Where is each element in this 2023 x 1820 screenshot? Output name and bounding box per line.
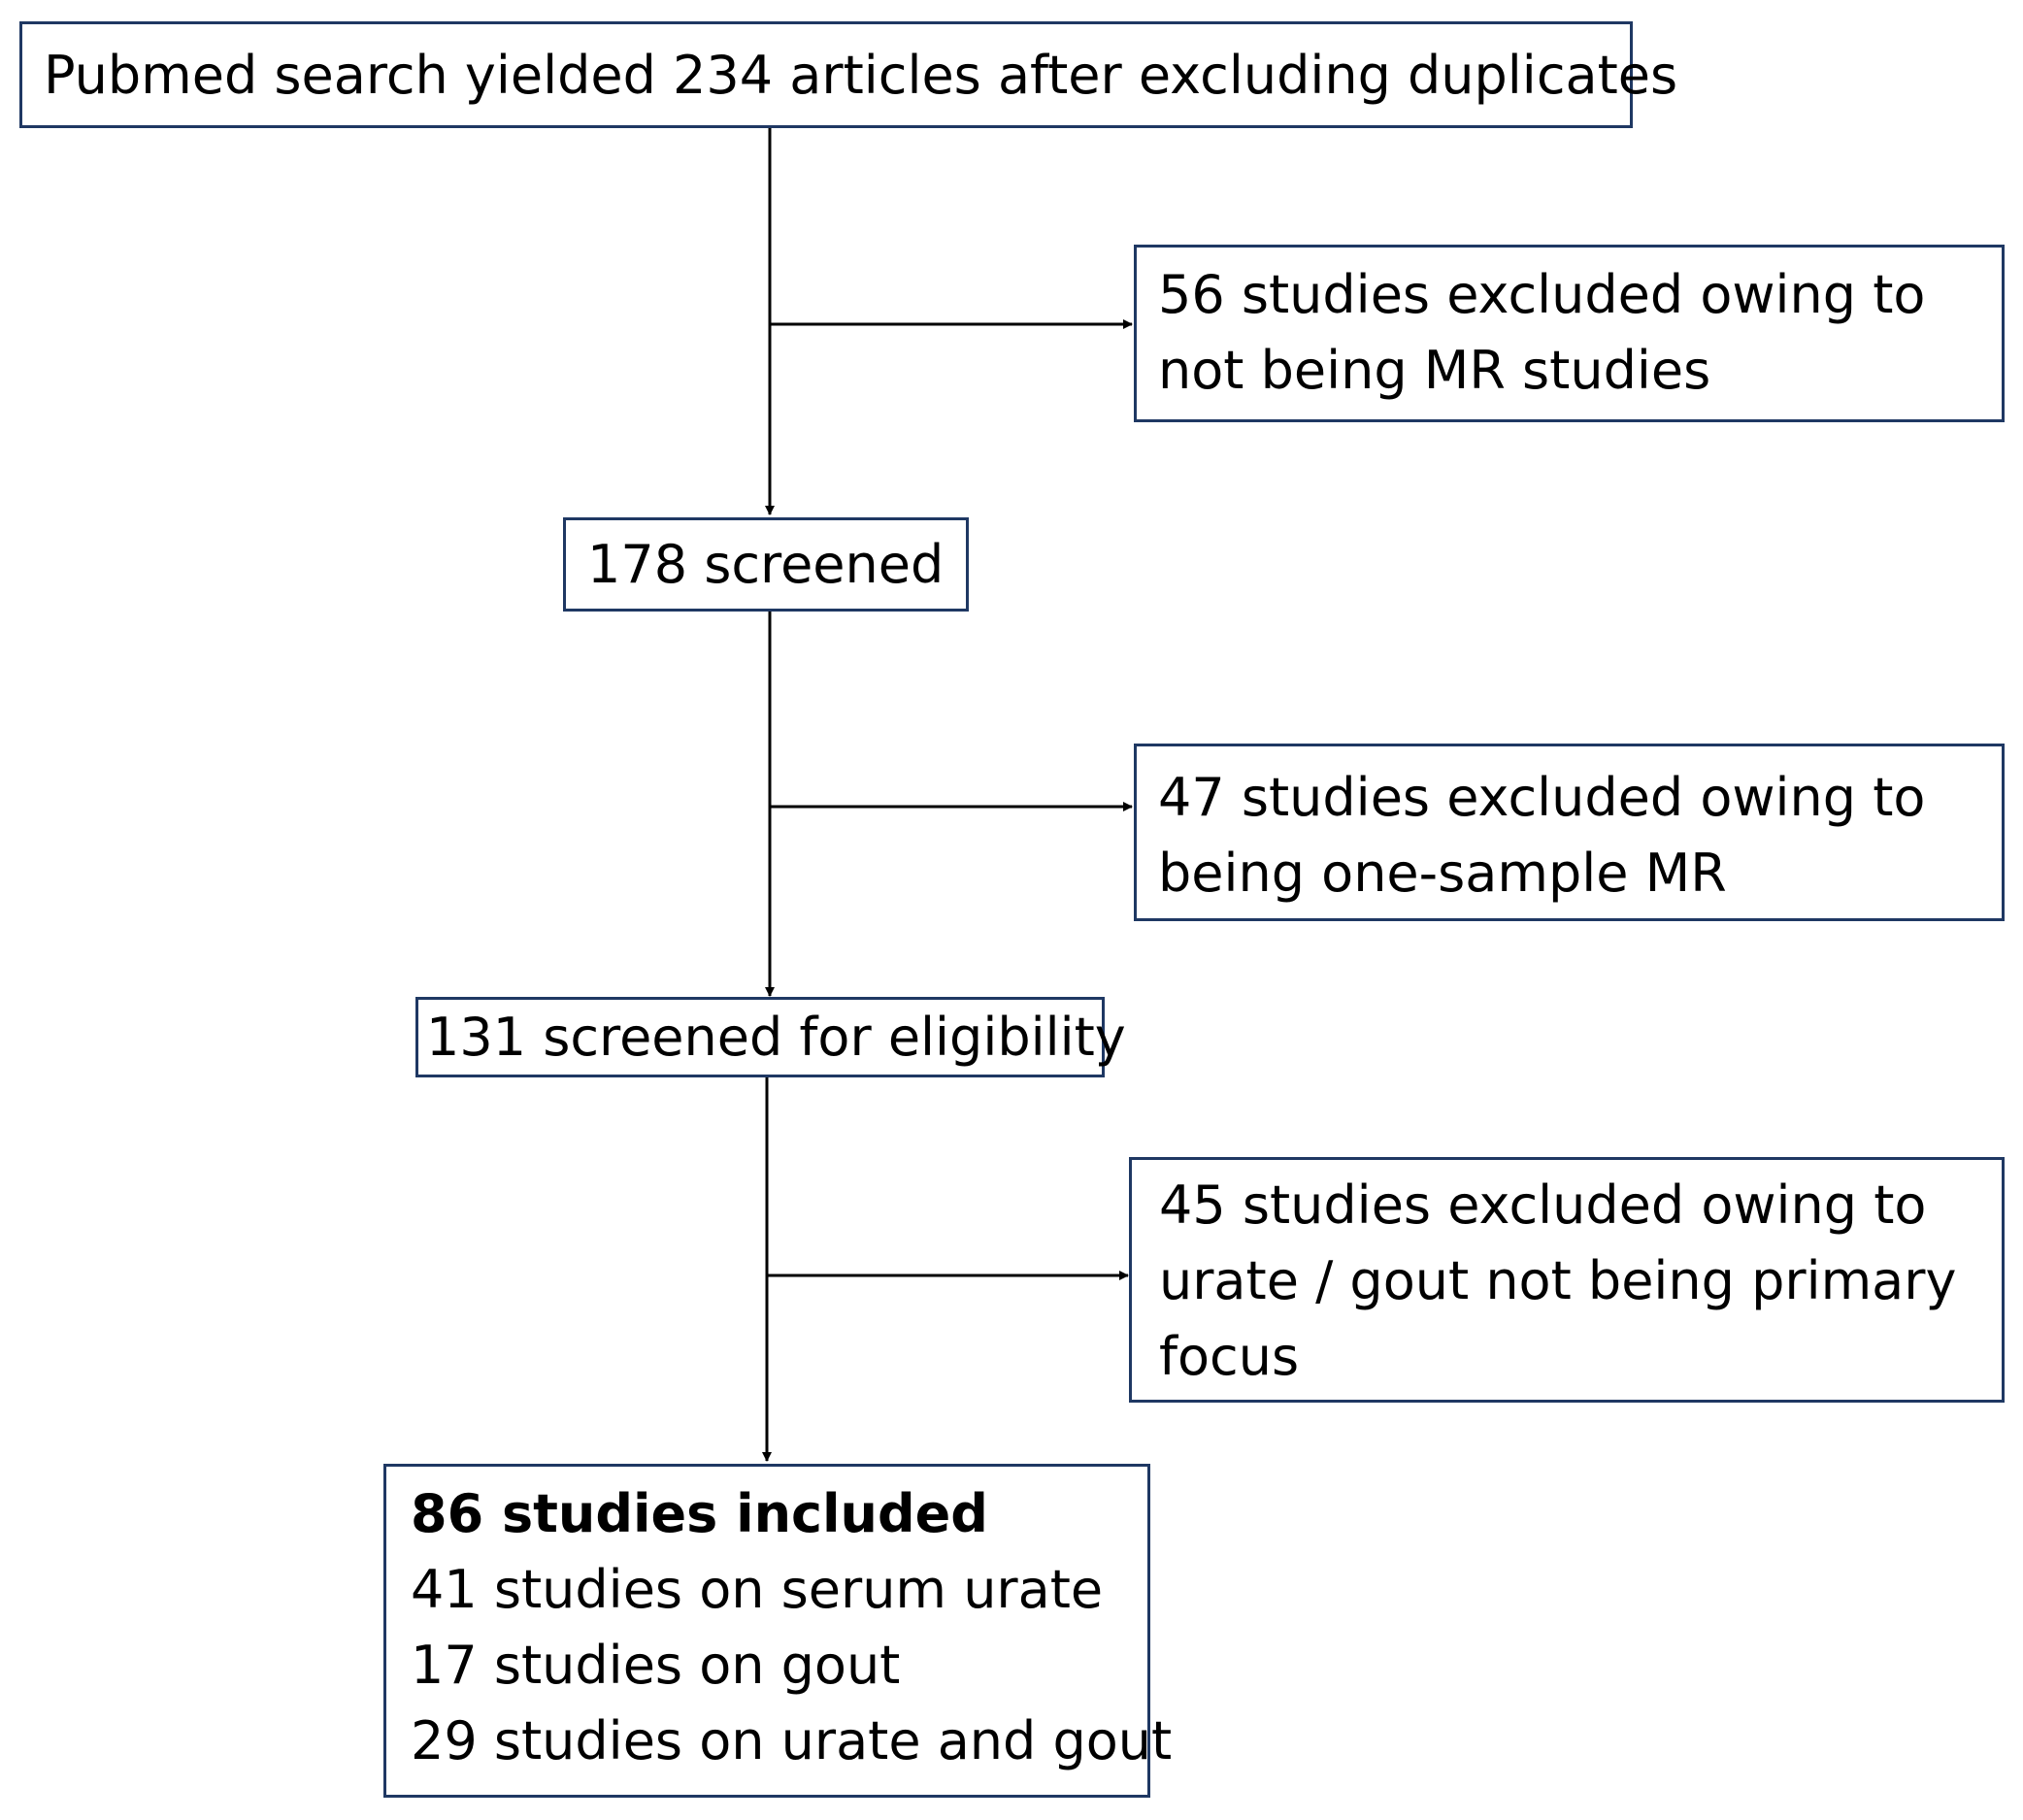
- exclusion-box-1: 56 studies excluded owing to not being M…: [1134, 245, 2005, 422]
- exclusion-1-line-2: not being MR studies: [1158, 340, 1711, 401]
- exclusion-3-line-1: 45 studies excluded owing to: [1159, 1175, 1927, 1236]
- screened-text: 178 screened: [587, 534, 945, 595]
- search-results-text: Pubmed search yielded 234 articles after…: [44, 45, 1678, 106]
- exclusion-1-line-1: 56 studies excluded owing to: [1158, 264, 1926, 325]
- exclusion-2-line-1: 47 studies excluded owing to: [1158, 767, 1926, 828]
- eligibility-box: 131 screened for eligibility: [415, 997, 1126, 1077]
- exclusion-2-line-2: being one-sample MR: [1158, 843, 1727, 904]
- included-line-serum-urate: 41 studies on serum urate: [411, 1559, 1104, 1620]
- exclusion-3-line-2: urate / gout not being primary: [1159, 1250, 1957, 1311]
- included-line-gout: 17 studies on gout: [411, 1635, 901, 1696]
- search-results-box: Pubmed search yielded 234 articles after…: [19, 21, 1678, 128]
- exclusion-3-line-3: focus: [1159, 1326, 1300, 1387]
- eligibility-text: 131 screened for eligibility: [426, 1007, 1126, 1068]
- exclusion-box-2: 47 studies excluded owing to being one-s…: [1134, 744, 2005, 921]
- screened-box: 178 screened: [563, 517, 969, 612]
- exclusion-box-3: 45 studies excluded owing to urate / gou…: [1129, 1157, 2005, 1403]
- included-box: 86 studies included 41 studies on serum …: [383, 1464, 1173, 1798]
- included-heading: 86 studies included: [411, 1483, 988, 1544]
- included-line-urate-and-gout: 29 studies on urate and gout: [411, 1710, 1173, 1771]
